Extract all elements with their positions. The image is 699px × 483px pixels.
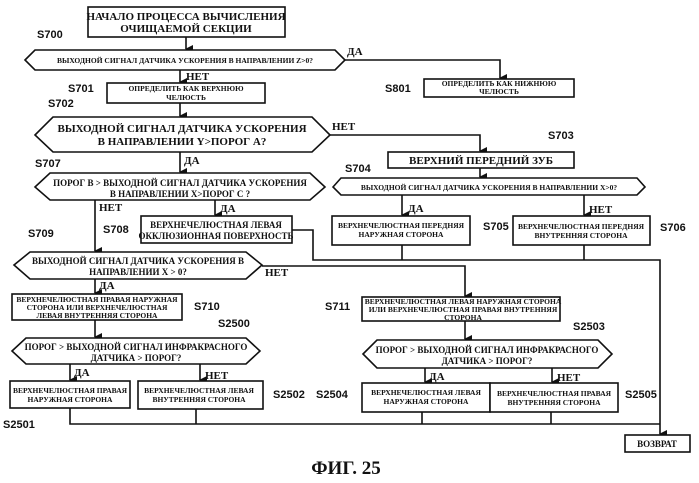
process-text: ВЕРХНЕЧЕЛЮСТНАЯ ПРАВАЯ [13, 386, 128, 395]
yes-label: ДА [429, 371, 445, 383]
step-label: S801 [385, 83, 411, 95]
process-s705: ВЕРХНЕЧЕЛЮСТНАЯ ПЕРЕДНЯЯ НАРУЖНАЯ СТОРОН… [332, 216, 509, 245]
step-label: S2500 [218, 318, 250, 330]
yes-label: ДА [220, 203, 236, 215]
no-label: НЕТ [589, 204, 613, 216]
process-text: ВЕРХНЕЧЕЛЮСТНАЯ ПЕРЕДНЯЯ [518, 222, 645, 231]
decision-s2500: ПОРОГ > ВЫХОДНОЙ СИГНАЛ ИНФРАКРАСНОГО ДА… [12, 318, 260, 364]
step-label: S711 [325, 301, 350, 313]
process-s2504: ВЕРХНЕЧЕЛЮСТНАЯ ЛЕВАЯ НАРУЖНАЯ СТОРОНА S… [316, 383, 490, 412]
no-label: НЕТ [186, 71, 210, 83]
step-label: S2503 [573, 321, 605, 333]
process-text: ЛЕВАЯ ВНУТРЕННЯЯ СТОРОНА [37, 311, 158, 320]
process-text: ВЕРХНЕЧЕЛЮСТНАЯ ПРАВАЯ [497, 389, 612, 398]
process-text: ЧЕЛЮСТЬ [166, 93, 206, 102]
process-text: ЧЕЛЮСТЬ [479, 87, 519, 96]
yes-label: ДА [408, 203, 424, 215]
step-label: S704 [345, 163, 372, 175]
yes-label: ДА [184, 155, 200, 167]
step-label: S2502 [273, 389, 305, 401]
step-label: S705 [483, 221, 509, 233]
process-text: НАРУЖНАЯ СТОРОНА [28, 395, 113, 404]
decision-text: ВЫХОДНОЙ СИГНАЛ ДАТЧИКА УСКОРЕНИЯ [57, 123, 306, 135]
process-s708: ВЕРХНЕЧЕЛЮСТНАЯ ЛЕВАЯ ОККЛЮЗИОННАЯ ПОВЕР… [103, 216, 294, 243]
no-label: НЕТ [332, 121, 356, 133]
process-text: ВНУТРЕННЯЯ СТОРОНА [152, 395, 246, 404]
step-label: S703 [548, 130, 574, 142]
step-label: S706 [660, 222, 686, 234]
decision-text: ВЫХОДНОЙ СИГНАЛ ДАТЧИКА УСКОРЕНИЯ В [32, 256, 244, 266]
decision-text: В НАПРАВЛЕНИИ Y>ПОРОГ А? [98, 136, 267, 148]
no-label: НЕТ [99, 202, 123, 214]
process-s2505: ВЕРХНЕЧЕЛЮСТНАЯ ПРАВАЯ ВНУТРЕННЯЯ СТОРОН… [490, 383, 657, 412]
decision-text: В НАПРАВЛЕНИИ X>ПОРОГ С ? [110, 189, 250, 199]
process-text: ВЕРХНЕЧЕЛЮСТНАЯ ЛЕВАЯ [150, 220, 282, 230]
decision-text: ДАТЧИКА > ПОРОГ? [442, 356, 533, 366]
step-label: S709 [28, 228, 54, 240]
decision-text: ПОРОГ > ВЫХОДНОЙ СИГНАЛ ИНФРАКРАСНОГО [25, 342, 248, 352]
step-label: S708 [103, 224, 129, 236]
process-s2502: ВЕРХНЕЧЕЛЮСТНАЯ ЛЕВАЯ ВНУТРЕННЯЯ СТОРОНА… [138, 381, 305, 409]
process-s706: ВЕРХНЕЧЕЛЮСТНАЯ ПЕРЕДНЯЯ ВНУТРЕННЯЯ СТОР… [513, 216, 686, 245]
process-text: ОПРЕДЕЛИТЬ КАК ВЕРХНЮЮ [128, 84, 244, 93]
step-label: S2504 [316, 389, 349, 401]
no-label: НЕТ [265, 267, 289, 279]
process-text: СТОРОНА [444, 313, 482, 322]
process-text: НАРУЖНАЯ СТОРОНА [359, 230, 444, 239]
step-label: S702 [48, 98, 74, 110]
decision-text: ПОРОГ > ВЫХОДНОЙ СИГНАЛ ИНФРАКРАСНОГО [376, 345, 599, 355]
end-text: ВОЗВРАТ [637, 439, 677, 449]
start-box: НАЧАЛО ПРОЦЕССА ВЫЧИСЛЕНИЯ ОЧИЩАЕМОЙ СЕК… [86, 7, 285, 37]
decision-text: ДАТЧИКА > ПОРОГ? [91, 353, 182, 363]
figure-title: ФИГ. 25 [311, 458, 381, 479]
process-text: НАРУЖНАЯ СТОРОНА [384, 397, 469, 406]
end-box: ВОЗВРАТ [625, 435, 690, 452]
step-label: S701 [68, 83, 94, 95]
step-label: S710 [194, 301, 220, 313]
decision-s702: ВЫХОДНОЙ СИГНАЛ ДАТЧИКА УСКОРЕНИЯ В НАПР… [35, 98, 330, 152]
process-text: ВЕРХНИЙ ПЕРЕДНИЙ ЗУБ [409, 155, 553, 167]
decision-text: ПОРОГ В > ВЫХОДНОЙ СИГНАЛ ДАТЧИКА УСКОРЕ… [53, 178, 307, 188]
process-text: ОККЛЮЗИОННАЯ ПОВЕРХНОСТЬ [139, 231, 294, 241]
start-text: ОЧИЩАЕМОЙ СЕКЦИИ [120, 23, 252, 35]
step-label: S707 [35, 158, 61, 170]
process-text: ВНУТРЕННЯЯ СТОРОНА [507, 398, 601, 407]
decision-text: ВЫХОДНОЙ СИГНАЛ ДАТЧИКА УСКОРЕНИЯ В НАПР… [361, 183, 618, 192]
yes-label: ДА [99, 280, 115, 292]
step-label: S700 [37, 29, 63, 41]
yes-label: ДА [347, 46, 363, 58]
decision-text: ВЫХОДНОЙ СИГНАЛ ДАТЧИКА УСКОРЕНИЯ В НАПР… [57, 56, 313, 65]
step-label: S2505 [625, 389, 657, 401]
yes-label: ДА [74, 367, 90, 379]
process-text: ВНУТРЕННЯЯ СТОРОНА [534, 231, 628, 240]
process-text: ВЕРХНЕЧЕЛЮСТНАЯ ЛЕВАЯ [144, 386, 254, 395]
process-text: ВЕРХНЕЧЕЛЮСТНАЯ ЛЕВАЯ [371, 388, 481, 397]
process-s710: ВЕРХНЕЧЕЛЮСТНАЯ ПРАВАЯ НАРУЖНАЯ СТОРОНА … [12, 294, 220, 320]
process-s701: ОПРЕДЕЛИТЬ КАК ВЕРХНЮЮ ЧЕЛЮСТЬ S701 [68, 83, 265, 103]
process-s711: ВЕРХНЕЧЕЛЮСТНАЯ ЛЕВАЯ НАРУЖНАЯ СТОРОНА И… [325, 297, 562, 322]
process-s801: ОПРЕДЕЛИТЬ КАК НИЖНЮЮ ЧЕЛЮСТЬ S801 [385, 79, 574, 97]
process-text: ВЕРХНЕЧЕЛЮСТНАЯ ПЕРЕДНЯЯ [338, 221, 465, 230]
decision-text: НАПРАВЛЕНИИ X > 0? [89, 267, 187, 277]
decision-s2503: ПОРОГ > ВЫХОДНОЙ СИГНАЛ ИНФРАКРАСНОГО ДА… [363, 321, 612, 368]
step-label: S2501 [3, 419, 35, 431]
start-text: НАЧАЛО ПРОЦЕССА ВЫЧИСЛЕНИЯ [86, 11, 285, 23]
